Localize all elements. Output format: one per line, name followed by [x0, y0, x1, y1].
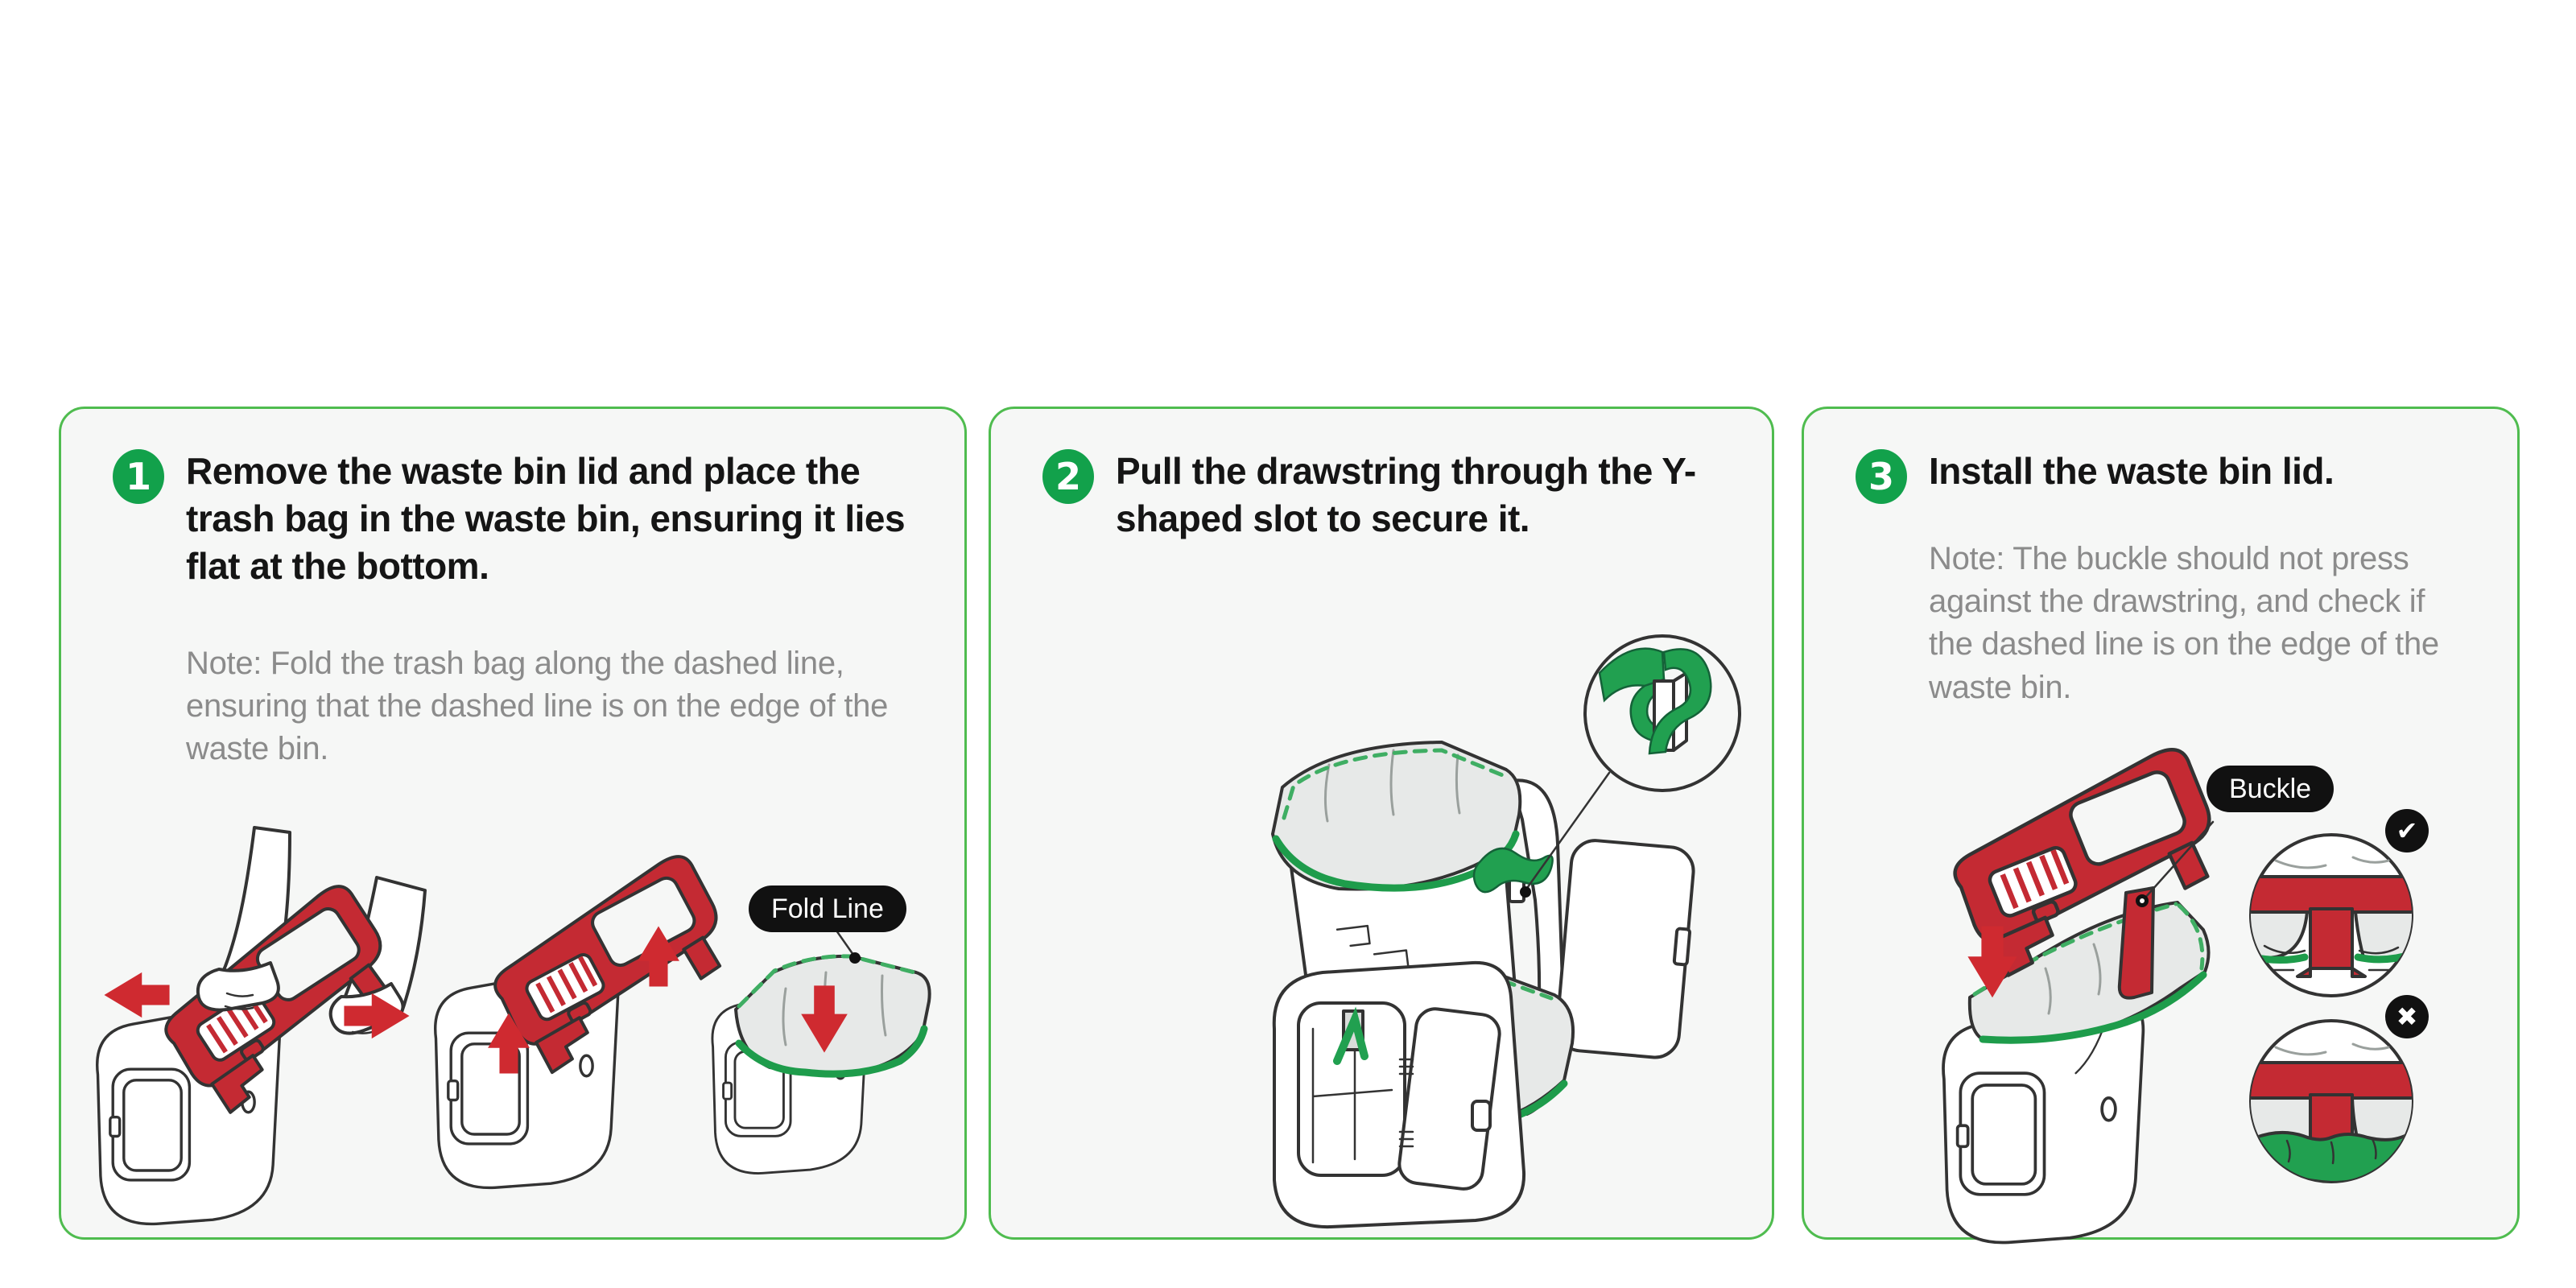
magnifier-inset — [1583, 634, 1741, 792]
step-2-number-badge: 2 — [1042, 449, 1094, 504]
lid-off-figure — [434, 850, 747, 1190]
buckle-leg — [2117, 886, 2155, 1000]
fold-line-figure — [711, 921, 931, 1174]
incorrect-inset — [2249, 1019, 2413, 1183]
incorrect-badge: ✖ — [2385, 995, 2429, 1038]
step-3-note: Note: The buckle should not press agains… — [1929, 541, 2439, 705]
step-2-illustration — [1271, 634, 1741, 1229]
step-2-title: Pull the drawstring through the Y-shaped… — [1116, 450, 1696, 539]
pressed-drawstring — [2251, 1130, 2412, 1182]
step-3-number-badge: 3 — [1856, 449, 1907, 504]
step-1-note: Note: Fold the trash bag along the dashe… — [186, 646, 889, 767]
remove-lid-figure — [95, 826, 427, 1226]
step-1-title: Remove the waste bin lid and place the t… — [186, 450, 906, 587]
buckle-bar — [2251, 875, 2412, 914]
step-1-illustration — [95, 826, 931, 1226]
secured-drawstring-figure — [1272, 960, 1575, 1229]
buckle-callout: Buckle — [2207, 766, 2334, 812]
step-3-illustration — [1804, 719, 2413, 1245]
step-1-panel: 1 Remove the waste bin lid and place the… — [59, 407, 967, 1240]
magnifier-leader — [1524, 771, 1611, 892]
correct-badge: ✔ — [2385, 809, 2429, 852]
drawstring — [1333, 1006, 1368, 1065]
step-2-panel: 2 Pull the drawstring through the Y-shap… — [989, 407, 1774, 1240]
buckle-bar — [2251, 1061, 2412, 1100]
fold-line-callout: Fold Line — [749, 886, 906, 932]
arrow-left-icon — [104, 972, 170, 1018]
correct-inset — [2249, 833, 2413, 997]
install-lid-figure — [1940, 744, 2237, 1245]
left-hand — [196, 961, 280, 1012]
bin-opening — [1297, 1001, 1406, 1177]
drawstring-ribbon — [1648, 648, 1712, 755]
step-3-panel: 3 Install the waste bin lid. Note: The b… — [1802, 407, 2520, 1245]
step-3-title: Install the waste bin lid. — [1929, 450, 2334, 492]
step-1-number-badge: 1 — [113, 449, 164, 504]
buckle-leader — [2144, 820, 2215, 899]
buckle-stem — [2309, 907, 2354, 970]
bin-door-panel — [1555, 839, 1695, 1059]
